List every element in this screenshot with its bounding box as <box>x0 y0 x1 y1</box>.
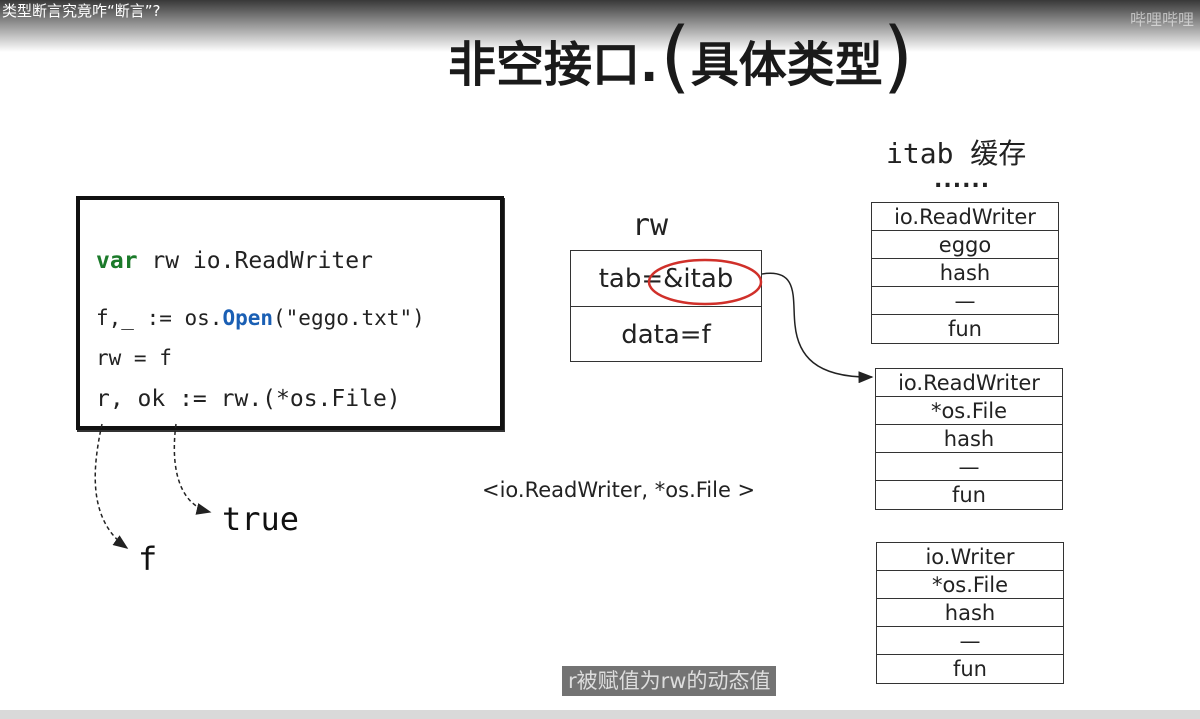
rw-data-field: data=f <box>621 320 711 350</box>
itab-cell: *os.File <box>877 571 1063 599</box>
itab-cell: fun <box>951 483 986 507</box>
code-box: var rw io.ReadWriter f,_ := os.Open("egg… <box>76 196 504 430</box>
r-result-arrow <box>94 423 129 549</box>
code-line-open-post: ("eggo.txt") <box>273 306 425 330</box>
itab-cell: fun <box>947 317 982 341</box>
itab-table-3: io.Writer *os.File hash — fun <box>876 542 1064 684</box>
r-result-label: f <box>138 540 158 578</box>
video-subtitle: r被赋值为rw的动态值 <box>562 666 777 696</box>
itab-cell: hash <box>877 599 1063 627</box>
code-line-var-rest: rw io.ReadWriter <box>137 248 373 274</box>
slide-title-main: 非空接口. <box>448 37 659 93</box>
itab-cache-title: itab 缓存 <box>886 137 1027 170</box>
rw-tab-field: tab=&itab <box>571 251 761 307</box>
itab-cell: — <box>877 627 1063 655</box>
ok-result-arrow <box>173 423 212 515</box>
itab-cell: — <box>876 453 1062 481</box>
code-line-assign: rw = f <box>96 346 172 370</box>
keyword-open: Open <box>222 306 274 330</box>
itab-cell: eggo <box>872 231 1058 259</box>
watermark: 哔哩哔哩 <box>1129 10 1194 29</box>
video-title: 类型断言究竟咋“断言”? <box>2 2 161 20</box>
itab-cell: hash <box>872 259 1058 287</box>
itab-cell: io.ReadWriter <box>872 203 1058 231</box>
itab-cache-ellipsis: ...... <box>934 168 991 193</box>
itab-cell: io.ReadWriter <box>876 369 1062 397</box>
itab-cell: — <box>872 287 1058 315</box>
itab-cell: io.Writer <box>877 543 1063 571</box>
code-line-var: var rw io.ReadWriter <box>96 248 373 274</box>
itab-table-2: io.ReadWriter *os.File hash — fun <box>875 368 1063 510</box>
ok-result-label: true <box>222 500 300 538</box>
video-top-overlay <box>0 0 1200 52</box>
keyword-var: var <box>96 248 138 274</box>
itab-cell: fun <box>952 657 987 681</box>
slide-title: 非空接口. ( 具体类型 ) <box>448 12 914 102</box>
itab-cell: *os.File <box>876 397 1062 425</box>
itab-cell: hash <box>876 425 1062 453</box>
slide-title-paren-open: ( <box>660 12 691 102</box>
slide-title-sub: 具体类型 <box>690 37 883 93</box>
tab-pointer-arrow <box>761 272 874 384</box>
rw-label: rw <box>632 208 669 243</box>
slide-title-paren-close: ) <box>882 12 914 102</box>
code-line-open: f,_ := os.Open("eggo.txt") <box>96 306 425 330</box>
rw-struct-box: tab=&itab data=f <box>570 250 762 362</box>
player-bottom-strip <box>0 710 1200 719</box>
itab-highlight-circle <box>647 258 763 306</box>
code-line-open-pre: f,_ := os. <box>96 306 223 330</box>
itab-key-tuple: <io.ReadWriter, *os.File > <box>482 478 756 502</box>
code-line-assert: r, ok := rw.(*os.File) <box>96 386 401 412</box>
itab-table-1: io.ReadWriter eggo hash — fun <box>871 202 1059 344</box>
